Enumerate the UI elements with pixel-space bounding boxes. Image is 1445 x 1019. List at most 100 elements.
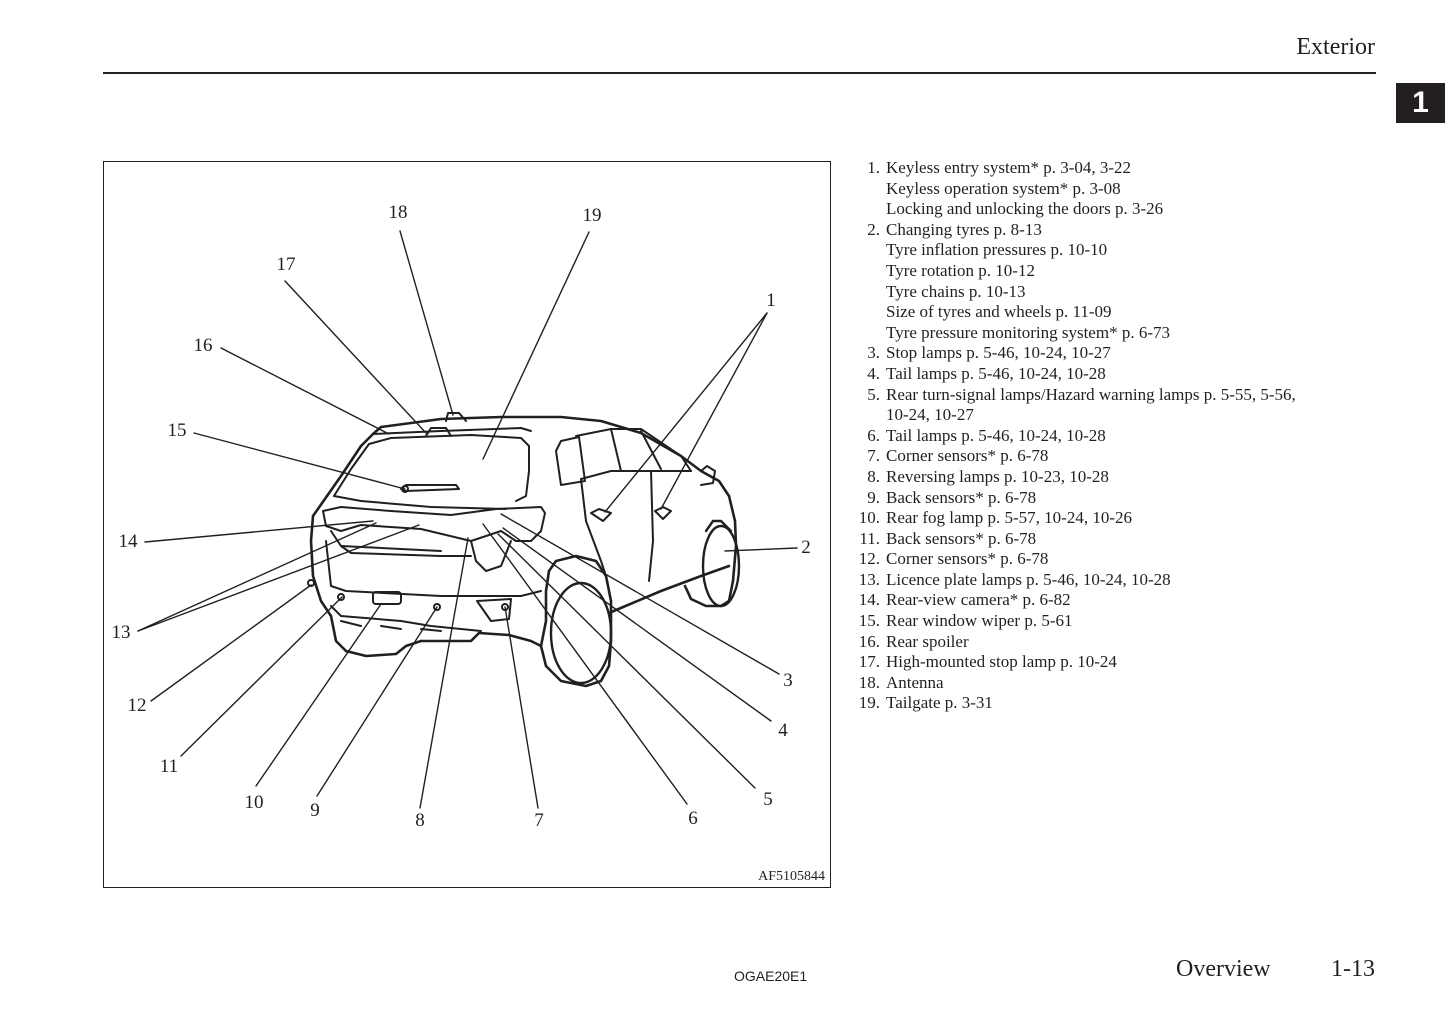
legend-item: 7. Corner sensors* p. 6-78 [850, 446, 1296, 467]
legend-item: 2. Changing tyres p. 8-13 [850, 220, 1296, 241]
legend-item-text: Tail lamps p. 5-46, 10-24, 10-28 [886, 363, 1106, 383]
legend-item-subline: Tyre pressure monitoring system* p. 6-73 [850, 323, 1296, 344]
legend-item-number: 4. [867, 363, 880, 383]
legend-item-text: Changing tyres p. 8-13 [886, 219, 1042, 239]
callout-13: 13 [111, 622, 131, 643]
legend-item: 18. Antenna [850, 673, 1296, 694]
callout-9: 9 [310, 800, 320, 821]
legend-item-text: Stop lamps p. 5-46, 10-24, 10-27 [886, 343, 1111, 363]
callout-10: 10 [244, 792, 264, 813]
legend-item: 4. Tail lamps p. 5-46, 10-24, 10-28 [850, 364, 1296, 385]
legend-item-text: Rear turn-signal lamps/Hazard warning la… [886, 384, 1296, 404]
legend-item: 1. Keyless entry system* p. 3-04, 3-22 [850, 158, 1296, 179]
legend-item: 17. High-mounted stop lamp p. 10-24 [850, 652, 1296, 673]
legend-item: 15. Rear window wiper p. 5-61 [850, 611, 1296, 632]
callout-11: 11 [159, 756, 179, 777]
callout-7: 7 [534, 810, 544, 831]
legend-item-text: Keyless entry system* p. 3-04, 3-22 [886, 158, 1132, 177]
legend-item-text: Corner sensors* p. 6-78 [886, 549, 1049, 569]
legend-item: 13. Licence plate lamps p. 5-46, 10-24, 1… [850, 570, 1296, 591]
legend-item-number: 9. [867, 487, 880, 507]
legend-item-number: 17. [858, 652, 880, 672]
legend-item-number: 13. [858, 569, 880, 589]
legend-item-number: 6. [867, 425, 880, 445]
legend-item-text: Tyre chains p. 10-13 [886, 281, 1026, 301]
legend-item-number: 12. [858, 549, 880, 569]
legend-item-text: 10-24, 10-27 [886, 405, 974, 425]
legend-item-text: High-mounted stop lamp p. 10-24 [886, 652, 1117, 672]
legend-item-subline: Size of tyres and wheels p. 11-09 [850, 302, 1296, 323]
legend-item-text: Tailgate p. 3-31 [886, 693, 993, 713]
legend-item-text: Rear spoiler [886, 631, 969, 651]
legend-item: 5. Rear turn-signal lamps/Hazard warning … [850, 385, 1296, 406]
legend-item: 6. Tail lamps p. 5-46, 10-24, 10-28 [850, 426, 1296, 447]
legend-item-text: Reversing lamps p. 10-23, 10-28 [886, 466, 1109, 486]
legend-item-text: Locking and unlocking the doors p. 3-26 [886, 199, 1164, 219]
legend-item-text: Back sensors* p. 6-78 [886, 487, 1037, 507]
legend-item-number: 19. [858, 693, 880, 713]
legend-item-number: 2. [867, 219, 880, 239]
legend-item-number: 14. [858, 590, 880, 610]
legend-item-text: Corner sensors* p. 6-78 [886, 446, 1049, 466]
callout-18: 18 [388, 202, 408, 223]
legend-item-number: 18. [858, 672, 880, 692]
legend-item-text: Rear fog lamp p. 5-57, 10-24, 10-26 [886, 508, 1132, 528]
legend-item-text: Antenna [886, 672, 944, 692]
legend-item-number: 3. [867, 343, 880, 363]
legend-item-text: Back sensors* p. 6-78 [886, 528, 1037, 548]
legend-item: 8. Reversing lamps p. 10-23, 10-28 [850, 467, 1296, 488]
header-rule [103, 72, 1376, 74]
legend-item: 9. Back sensors* p. 6-78 [850, 488, 1296, 509]
callout-5: 5 [763, 789, 773, 810]
callout-19: 19 [582, 205, 602, 226]
section-title: Exterior [1296, 34, 1375, 60]
callout-15: 15 [167, 420, 187, 441]
legend-item: 3. Stop lamps p. 5-46, 10-24, 10-27 [850, 343, 1296, 364]
leader-lines [137, 230, 798, 809]
legend-item-subline: Tyre chains p. 10-13 [850, 282, 1296, 303]
legend-item-number: 16. [858, 631, 880, 651]
legend-item-subline: Tyre inflation pressures p. 10-10 [850, 240, 1296, 261]
legend-item-text: Keyless operation system* p. 3-08 [886, 178, 1121, 198]
legend-item-number: 11. [859, 528, 880, 548]
car-body-outline [309, 415, 738, 688]
legend-item-text: Tyre inflation pressures p. 10-10 [886, 240, 1108, 260]
chapter-tab: 1 [1396, 83, 1445, 123]
legend-item-subline: Keyless operation system* p. 3-08 [850, 179, 1296, 200]
legend-item-text: Tyre pressure monitoring system* p. 6-73 [886, 322, 1170, 342]
legend-item: 10. Rear fog lamp p. 5-57, 10-24, 10-26 [850, 508, 1296, 529]
legend-item-text: Licence plate lamps p. 5-46, 10-24, 10-2… [886, 569, 1171, 589]
legend-item-number: 15. [858, 611, 880, 631]
legend-item-subline: 10-24, 10-27 [850, 405, 1296, 426]
page-number: 1-13 [1331, 956, 1375, 982]
legend-item-subline: Tyre rotation p. 10-12 [850, 261, 1296, 282]
legend-item-subline: Locking and unlocking the doors p. 3-26 [850, 199, 1296, 220]
vehicle-rear-diagram: 1 2 3 4 5 6 7 8 9 10 11 12 13 14 15 16 1… [103, 161, 831, 888]
legend-item-number: 7. [867, 446, 880, 466]
callout-3: 3 [783, 670, 793, 691]
car-illustration [137, 230, 798, 809]
legend-item-number: 8. [867, 466, 880, 486]
legend-item-text: Size of tyres and wheels p. 11-09 [886, 302, 1112, 322]
legend-item-text: Tail lamps p. 5-46, 10-24, 10-28 [886, 425, 1106, 445]
footer-section-name: Overview [1176, 956, 1271, 982]
legend-item: 19. Tailgate p. 3-31 [850, 693, 1296, 714]
legend-item: 12. Corner sensors* p. 6-78 [850, 549, 1296, 570]
legend-item-text: Rear window wiper p. 5-61 [886, 611, 1073, 631]
callout-16: 16 [193, 335, 213, 356]
callout-12: 12 [127, 695, 147, 716]
legend-item-number: 5. [867, 384, 880, 404]
callout-14: 14 [118, 531, 138, 552]
callout-1: 1 [766, 290, 776, 311]
legend-item: 14.Rear-view camera* p. 6-82 [850, 590, 1296, 611]
callout-17: 17 [276, 254, 296, 275]
legend-item: 11. Back sensors* p. 6-78 [850, 529, 1296, 550]
document-code: OGAE20E1 [734, 968, 808, 984]
legend-item-text: Tyre rotation p. 10-12 [886, 260, 1035, 280]
legend-item-number: 10. [858, 508, 880, 528]
callout-2: 2 [801, 537, 811, 558]
callout-4: 4 [778, 720, 788, 741]
figure-code: AF5105844 [758, 869, 825, 884]
legend-item-number: 1. [867, 158, 880, 177]
